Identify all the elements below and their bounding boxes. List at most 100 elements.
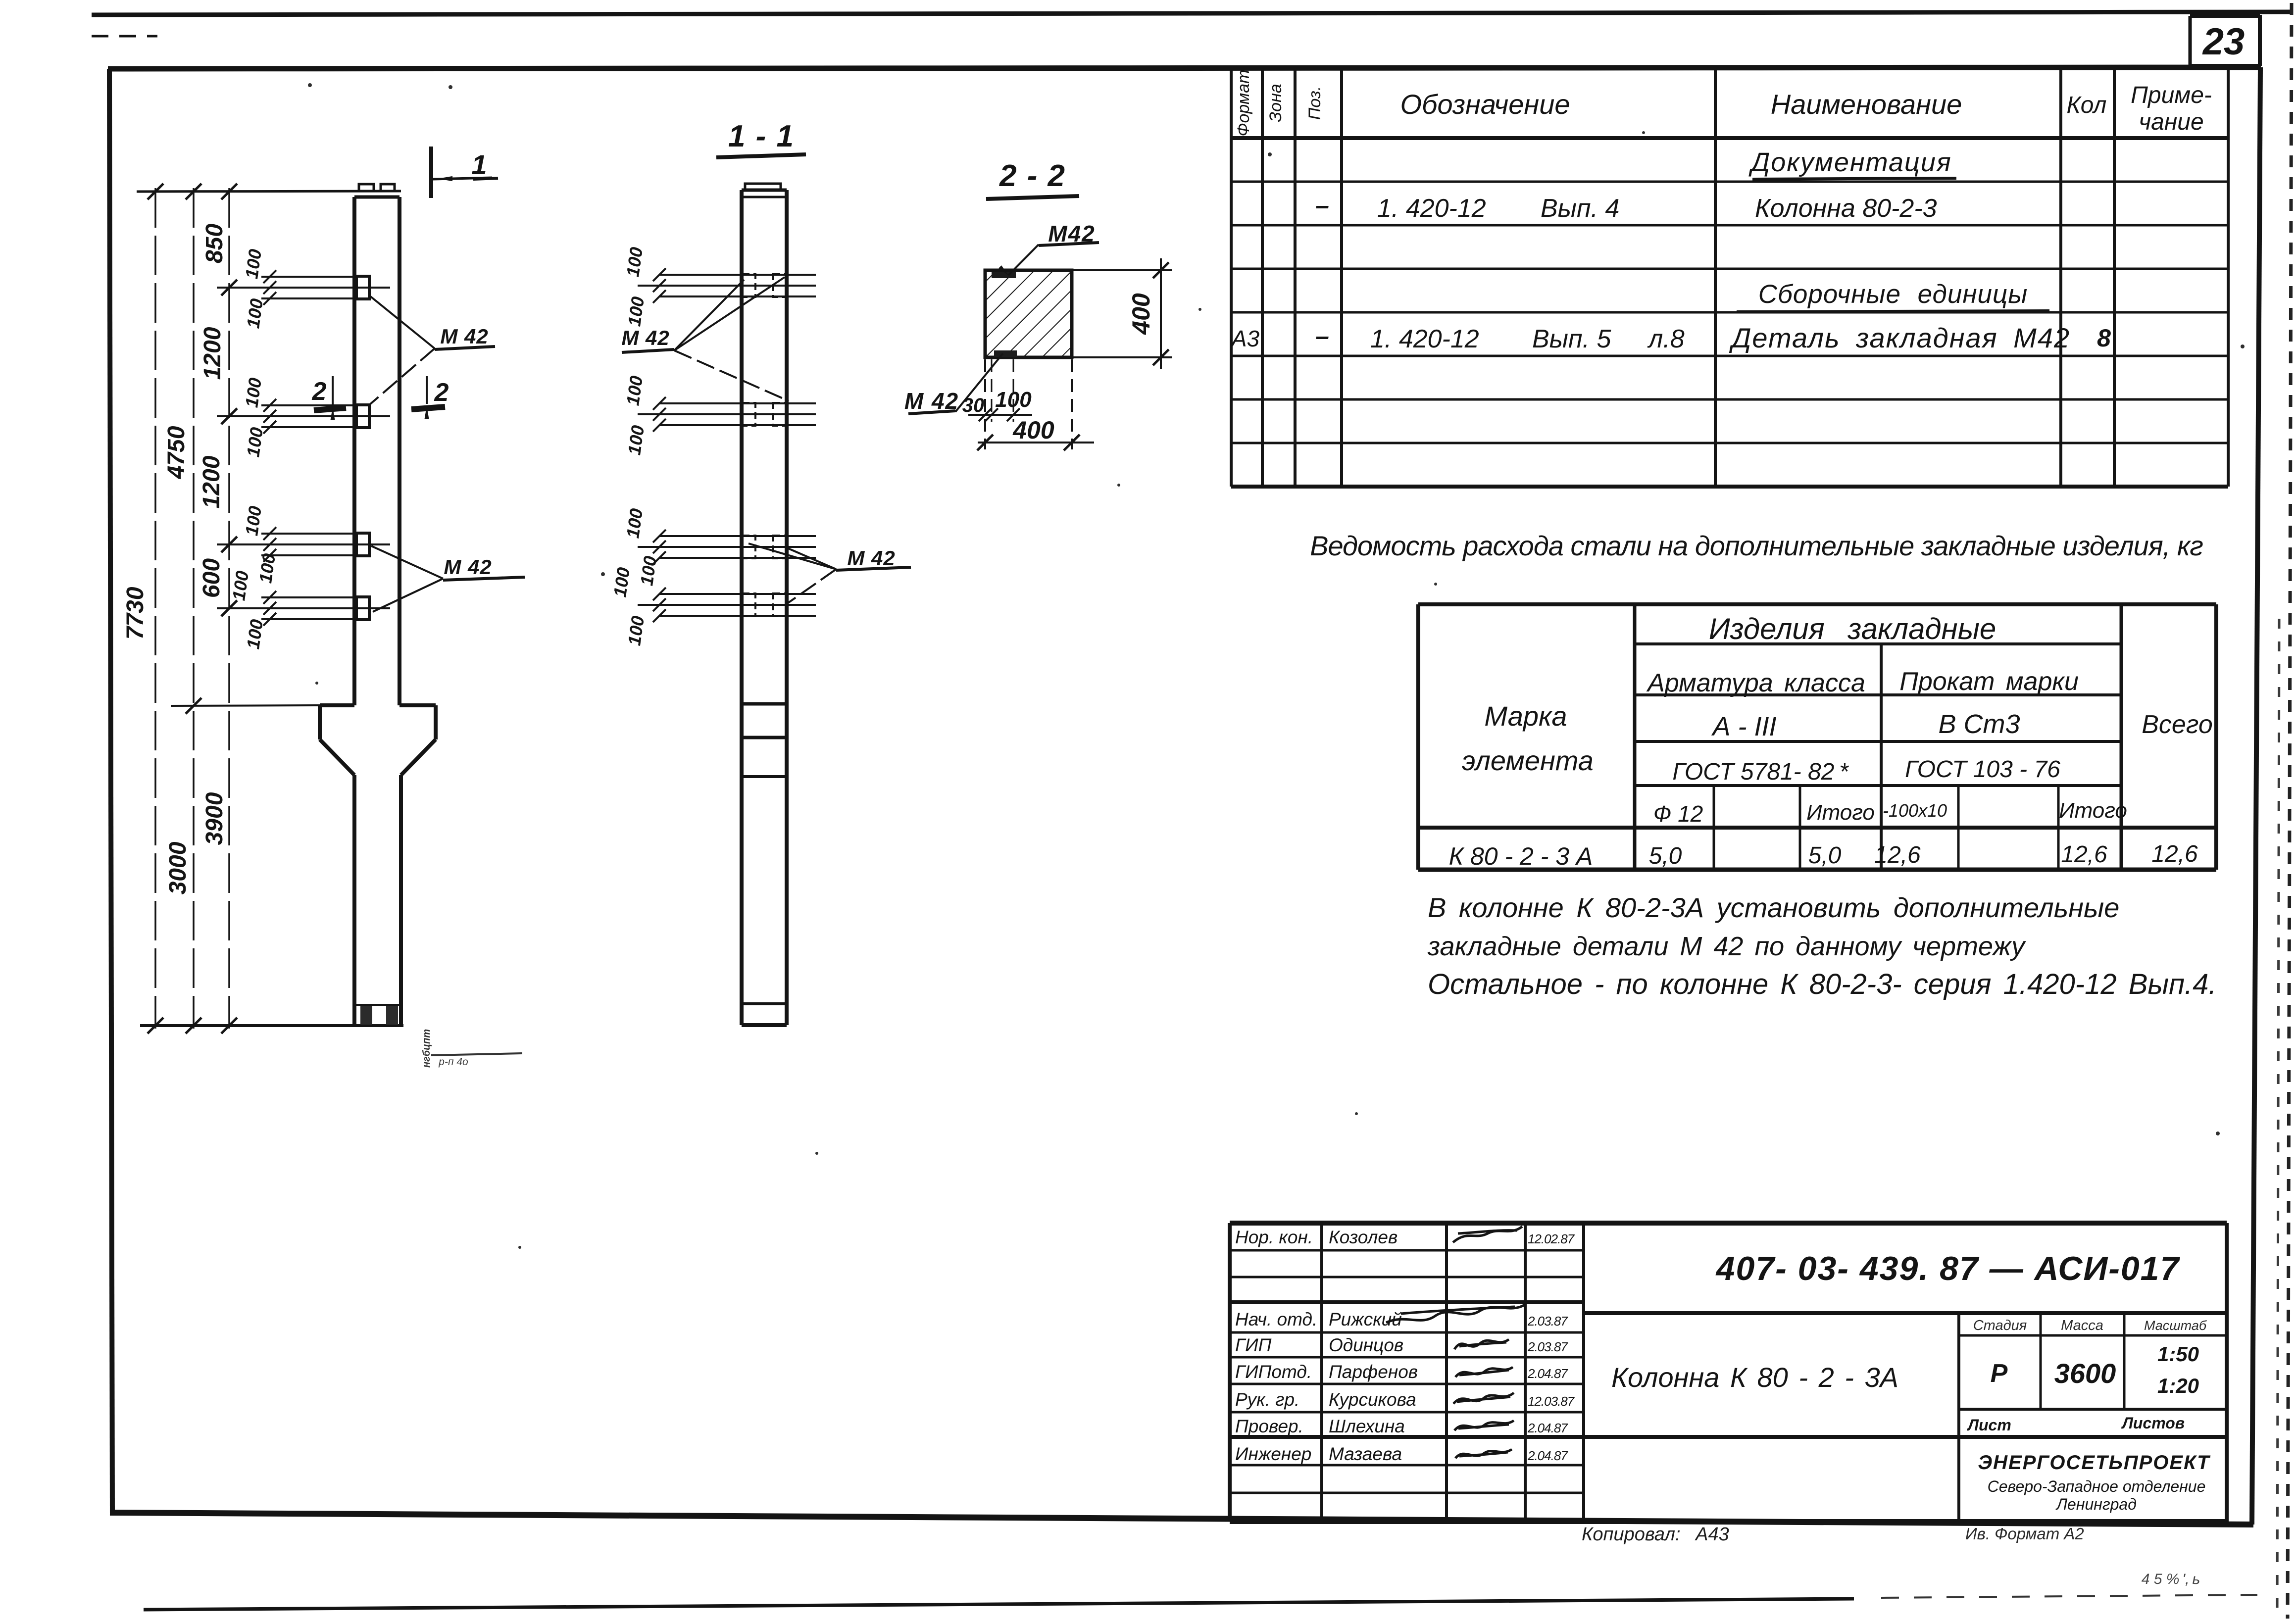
svg-text:407- 03- 439. 87 — АСИ-017: 407- 03- 439. 87 — АСИ-017 — [1715, 1250, 2181, 1287]
svg-text:12.03.87: 12.03.87 — [1528, 1394, 1575, 1409]
svg-text:400: 400 — [1127, 293, 1155, 335]
svg-text:100: 100 — [241, 248, 265, 280]
svg-text:8: 8 — [2097, 324, 2111, 352]
svg-text:–: – — [1315, 322, 1329, 350]
svg-text:Вып. 5: Вып. 5 — [1532, 325, 1611, 353]
svg-text:Мазаева: Мазаева — [1329, 1444, 1402, 1464]
svg-text:Масса: Масса — [2061, 1318, 2103, 1333]
svg-text:Рижский: Рижский — [1329, 1309, 1402, 1329]
svg-text:Ведомость расхода стали на: Ведомость расхода стали на дополнительны… — [1310, 530, 2203, 561]
svg-text:Кол: Кол — [2067, 92, 2107, 118]
svg-text:5,0: 5,0 — [1808, 842, 1842, 869]
svg-text:2 - 2: 2 - 2 — [999, 159, 1065, 193]
svg-text:Колонна 80-2-3: Колонна 80-2-3 — [1755, 194, 1937, 223]
svg-text:Изделия закладные: Изделия закладные — [1709, 612, 1996, 645]
svg-text:100: 100 — [624, 295, 648, 328]
svg-text:А - III: А - III — [1711, 712, 1776, 741]
svg-text:12,6: 12,6 — [1874, 842, 1921, 868]
svg-text:закладные детали М 42 по д: закладные детали М 42 по данному чертежу — [1427, 932, 2026, 961]
svg-text:100: 100 — [243, 297, 267, 330]
svg-text:100: 100 — [228, 570, 252, 602]
svg-text:23: 23 — [2202, 21, 2245, 63]
svg-text:Козолев: Козолев — [1329, 1227, 1398, 1247]
svg-text:Итого: Итого — [2059, 798, 2127, 823]
svg-text:р-п 4о: р-п 4о — [438, 1056, 468, 1068]
svg-text:Итого: Итого — [1806, 800, 1875, 825]
svg-text:ГИП: ГИП — [1235, 1335, 1272, 1355]
svg-text:Сборочные единицы: Сборочные единицы — [1758, 280, 2028, 309]
svg-text:М 42: М 42 — [904, 388, 959, 414]
svg-text:Северо-Западное отделение: Северо-Западное отделение — [1988, 1477, 2206, 1495]
svg-text:3600: 3600 — [2054, 1358, 2116, 1389]
svg-text:3900: 3900 — [201, 792, 228, 845]
svg-text:Документация: Документация — [1748, 148, 1951, 177]
svg-text:100: 100 — [622, 246, 647, 278]
svg-text:нгбцпт: нгбцпт — [421, 1029, 432, 1068]
svg-text:100: 100 — [624, 424, 648, 456]
svg-text:ЭНЕРГОСЕТЬПРОЕКТ: ЭНЕРГОСЕТЬПРОЕКТ — [1978, 1452, 2211, 1474]
svg-text:М 42: М 42 — [621, 326, 669, 349]
svg-text:Наименование: Наименование — [1771, 89, 1962, 120]
svg-text:2.03.87: 2.03.87 — [1527, 1314, 1568, 1329]
svg-text:В колонне К 80-2-3А установ: В колонне К 80-2-3А установить дополните… — [1428, 892, 2119, 923]
svg-text:100: 100 — [255, 552, 279, 585]
svg-text:100: 100 — [624, 615, 648, 647]
svg-text:Ф 12: Ф 12 — [1653, 801, 1703, 827]
svg-text:850: 850 — [201, 224, 228, 263]
svg-text:Приме-: Приме- — [2131, 82, 2212, 108]
svg-text:12,6: 12,6 — [2061, 841, 2107, 868]
svg-text:1. 420-12: 1. 420-12 — [1370, 325, 1479, 353]
svg-text:-100х10: -100х10 — [1883, 800, 1947, 821]
svg-text:5,0: 5,0 — [1649, 843, 1682, 869]
svg-text:М 42: М 42 — [847, 546, 895, 570]
svg-text:2.04.87: 2.04.87 — [1527, 1421, 1568, 1435]
svg-text:В Ст3: В Ст3 — [1938, 709, 2020, 739]
svg-text:А3: А3 — [1230, 326, 1260, 351]
svg-text:М 42: М 42 — [440, 325, 488, 348]
svg-text:100: 100 — [609, 566, 634, 598]
svg-text:К 80 - 2 - 3 А: К 80 - 2 - 3 А — [1449, 842, 1593, 870]
svg-text:Вып. 4: Вып. 4 — [1541, 194, 1619, 223]
svg-text:ГОСТ 103 - 76: ГОСТ 103 - 76 — [1905, 756, 2060, 783]
svg-text:Парфенов: Парфенов — [1329, 1362, 1418, 1382]
svg-text:Марка: Марка — [1484, 700, 1567, 732]
svg-text:100: 100 — [241, 505, 265, 537]
svg-text:100: 100 — [243, 618, 267, 650]
svg-text:1:50: 1:50 — [2157, 1342, 2199, 1366]
svg-text:М 42: М 42 — [444, 555, 492, 579]
svg-text:100: 100 — [622, 375, 647, 407]
svg-text:1200: 1200 — [200, 327, 226, 380]
svg-text:Инженер: Инженер — [1235, 1444, 1311, 1464]
svg-text:Масштаб: Масштаб — [2144, 1318, 2207, 1333]
svg-text:1:20: 1:20 — [2157, 1374, 2199, 1397]
svg-text:чание: чание — [2139, 109, 2203, 135]
svg-text:1200: 1200 — [199, 455, 225, 508]
svg-text:Ленинград: Ленинград — [2055, 1495, 2137, 1513]
svg-text:Обозначение: Обозначение — [1400, 89, 1570, 120]
svg-text:ГОСТ 5781- 82 *: ГОСТ 5781- 82 * — [1672, 759, 1849, 785]
svg-text:400: 400 — [1012, 416, 1054, 444]
svg-text:1: 1 — [471, 149, 487, 180]
svg-text:–: – — [1315, 192, 1329, 219]
svg-text:100: 100 — [622, 507, 647, 540]
svg-text:Листов: Листов — [2121, 1414, 2185, 1432]
svg-text:Провер.: Провер. — [1235, 1416, 1303, 1436]
svg-text:Стадия: Стадия — [1973, 1318, 2027, 1333]
svg-text:600: 600 — [199, 558, 225, 598]
svg-text:100: 100 — [995, 388, 1032, 412]
svg-text:100: 100 — [243, 426, 267, 458]
svg-text:1 - 1: 1 - 1 — [728, 119, 794, 153]
svg-text:Ив. Формат А2: Ив. Формат А2 — [1965, 1525, 2084, 1543]
svg-text:Арматура класса: Арматура класса — [1646, 669, 1865, 697]
svg-text:Формат: Формат — [1234, 69, 1253, 136]
svg-text:ГИПотд.: ГИПотд. — [1235, 1362, 1312, 1382]
svg-text:Лист: Лист — [1967, 1416, 2011, 1434]
svg-text:л.8: л.8 — [1647, 325, 1685, 353]
svg-text:Поз.: Поз. — [1305, 86, 1324, 120]
svg-text:Копировал: А43: Копировал: А43 — [1582, 1524, 1729, 1545]
svg-text:2: 2 — [434, 378, 449, 407]
svg-text:1. 420-12: 1. 420-12 — [1377, 194, 1486, 223]
svg-text:4750: 4750 — [163, 426, 190, 479]
svg-text:Прокат марки: Прокат марки — [1899, 667, 2079, 696]
svg-text:Деталь закладная М42: Деталь закладная М42 — [1729, 322, 2070, 353]
